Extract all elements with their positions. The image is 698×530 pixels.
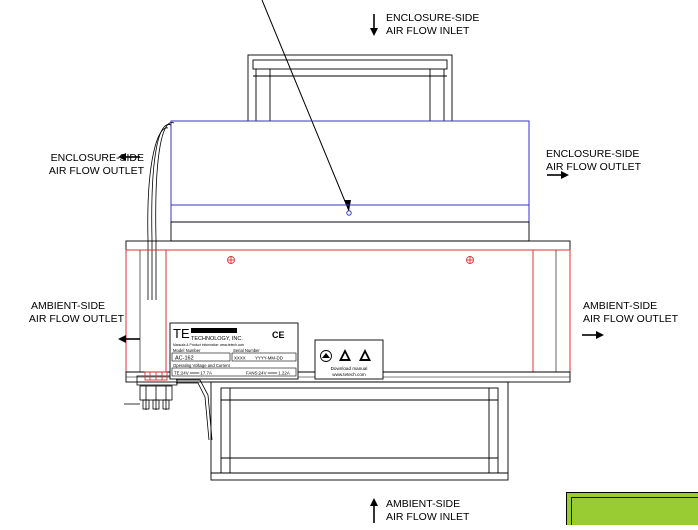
enclosure-heat-exchanger	[170, 120, 530, 242]
model-header: Model Number	[173, 348, 201, 353]
ambient-inlet-label: AMBIENT-SIDE AIR FLOW INLET	[386, 498, 469, 524]
enclosure-inlet-line2: AIR FLOW INLET	[386, 25, 470, 37]
ambient-outlet-left-line1: AMBIENT-SIDE	[30, 300, 106, 312]
flow-arrows	[118, 14, 604, 523]
brand-chevron-bar	[191, 328, 237, 333]
enclosure-inlet-label: ENCLOSURE-SIDE AIR FLOW INLET	[386, 12, 479, 38]
ambient-fan-housing	[210, 381, 509, 481]
nameplate-brand: TE	[173, 326, 190, 341]
ambient-inlet-line2: AIR FLOW INLET	[386, 511, 470, 523]
manual-line-1: Download manual	[331, 366, 368, 371]
ambient-outlet-right-line1: AMBIENT-SIDE	[583, 300, 658, 312]
enclosure-outlet-left-label: ENCLOSURE-SIDE AIR FLOW OUTLET	[32, 152, 144, 178]
corner-badge-inner	[571, 497, 698, 525]
voltage-header: Operating Voltage and Current	[173, 363, 231, 368]
mounting-screws	[227, 256, 474, 264]
serial-value-a: XXXX	[234, 356, 246, 361]
leader-line	[261, 0, 350, 212]
serial-value-b: YYYY-MM-DD	[255, 356, 283, 361]
model-value: AC-162	[175, 356, 194, 362]
enclosure-inlet-line1: ENCLOSURE-SIDE	[386, 12, 480, 24]
fan-voltage-value: FANS:24V ═══ 1.22A	[246, 371, 290, 376]
ambient-inlet-line1: AMBIENT-SIDE	[386, 498, 461, 510]
enclosure-outlet-right-label: ENCLOSURE-SIDE AIR FLOW OUTLET	[546, 148, 641, 174]
enclosure-fan-housing	[247, 54, 453, 122]
enclosure-outlet-left-line2: AIR FLOW OUTLET	[48, 165, 144, 177]
enclosure-outlet-left-line1: ENCLOSURE-SIDE	[50, 152, 144, 164]
read-manual-icon	[320, 350, 332, 362]
ambient-outlet-right-label: AMBIENT-SIDE AIR FLOW OUTLET	[583, 300, 678, 326]
enclosure-outlet-right-line2: AIR FLOW OUTLET	[546, 161, 642, 173]
ambient-outlet-left-line2: AIR FLOW OUTLET	[28, 313, 124, 325]
manual-line-2: www.tetech.com	[332, 372, 366, 377]
nameplate-brand-sub: TECHNOLOGY, INC.	[191, 336, 243, 342]
wire-harness	[147, 122, 175, 300]
te-voltage-value: TE:24V ═══ 17.7A	[174, 371, 212, 376]
ambient-outlet-right-line2: AIR FLOW OUTLET	[583, 313, 679, 325]
serial-header: Serial Number	[233, 348, 260, 353]
terminal-connector	[124, 375, 213, 441]
product-nameplate: TE TECHNOLOGY, INC. CE Manuals & Product…	[169, 322, 299, 380]
enclosure-outlet-right-line1: ENCLOSURE-SIDE	[546, 148, 640, 160]
warning-label: Download manual www.tetech.com	[314, 339, 384, 380]
reference-point	[346, 210, 352, 216]
corner-badge	[566, 492, 698, 525]
connector-highlight	[144, 371, 168, 381]
ce-mark: CE	[272, 330, 285, 340]
ambient-outlet-left-label: AMBIENT-SIDE AIR FLOW OUTLET	[2, 300, 124, 326]
nameplate-tagline: Manuals & Product Information: www.tetec…	[173, 343, 244, 347]
